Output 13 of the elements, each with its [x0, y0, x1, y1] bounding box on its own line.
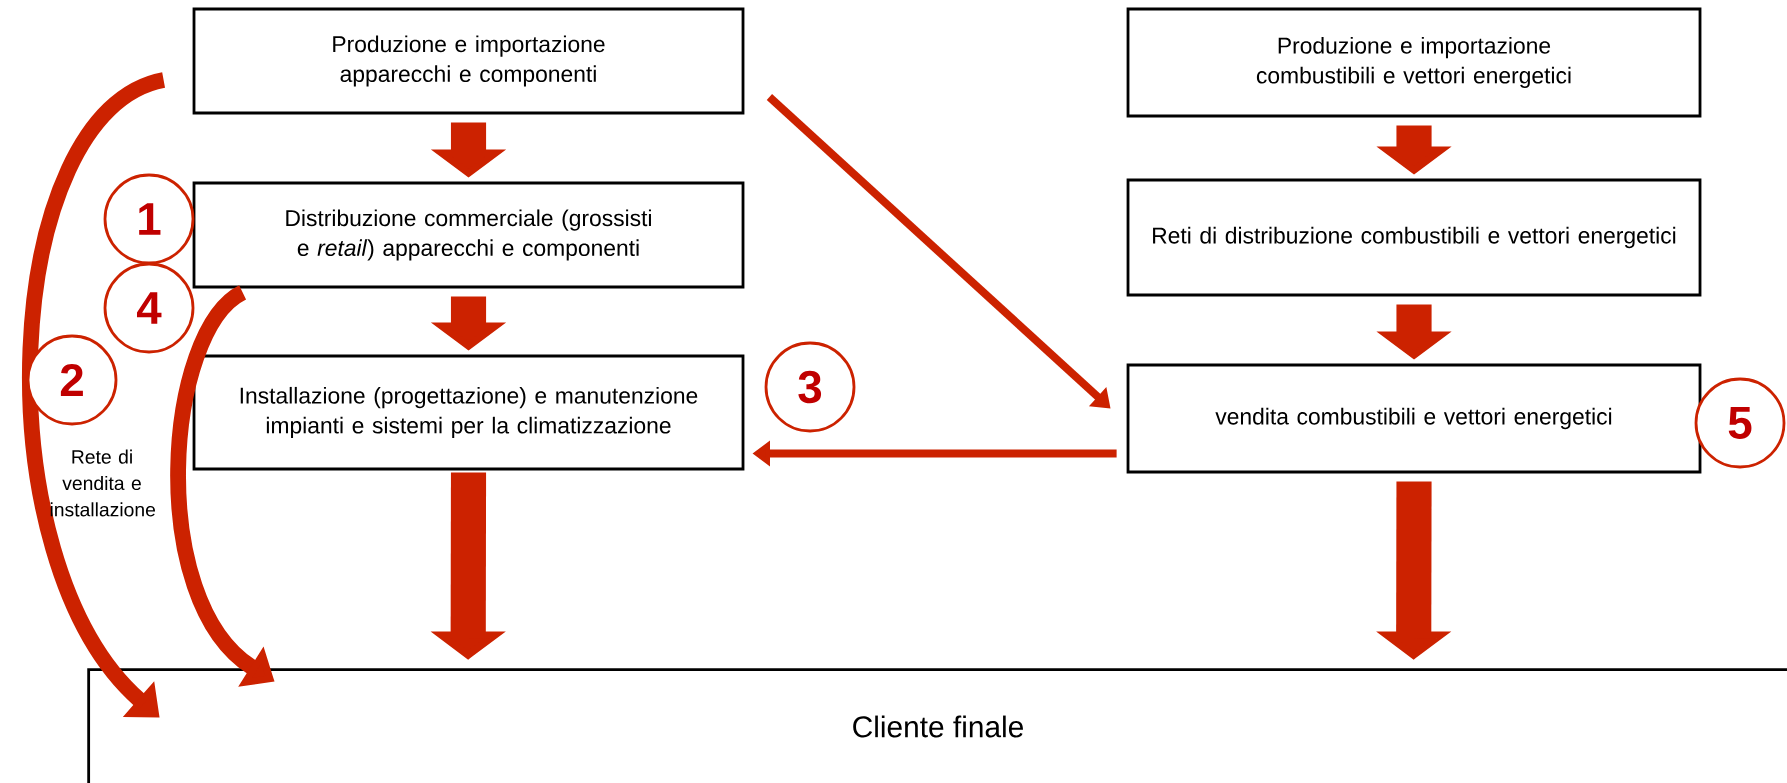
callout-number: 5	[1694, 377, 1786, 469]
process-box: vendita combustibili e vettori energetici	[1126, 363, 1702, 474]
callout-number: 1	[103, 173, 195, 265]
callout-number: 4	[103, 262, 195, 354]
curved-arrow	[22, 72, 167, 718]
process-box: Produzione e importazione combustibili e vettori energetici	[1126, 7, 1702, 118]
process-box: Reti di distribuzione combustibili e vettori energetici	[1126, 178, 1702, 297]
process-box: Distribuzione commerciale (grossisti e retail) apparecchi e componenti	[192, 181, 745, 289]
process-box: Produzione e importazione apparecchi e componenti	[192, 7, 745, 115]
callout-number: 2	[26, 334, 118, 426]
customer-band: Cliente finale	[87, 668, 1787, 783]
callout-number: 3	[764, 341, 856, 433]
process-box: Installazione (progettazione) e manutenzione impianti e sistemi per la climatizzazione	[192, 354, 745, 471]
